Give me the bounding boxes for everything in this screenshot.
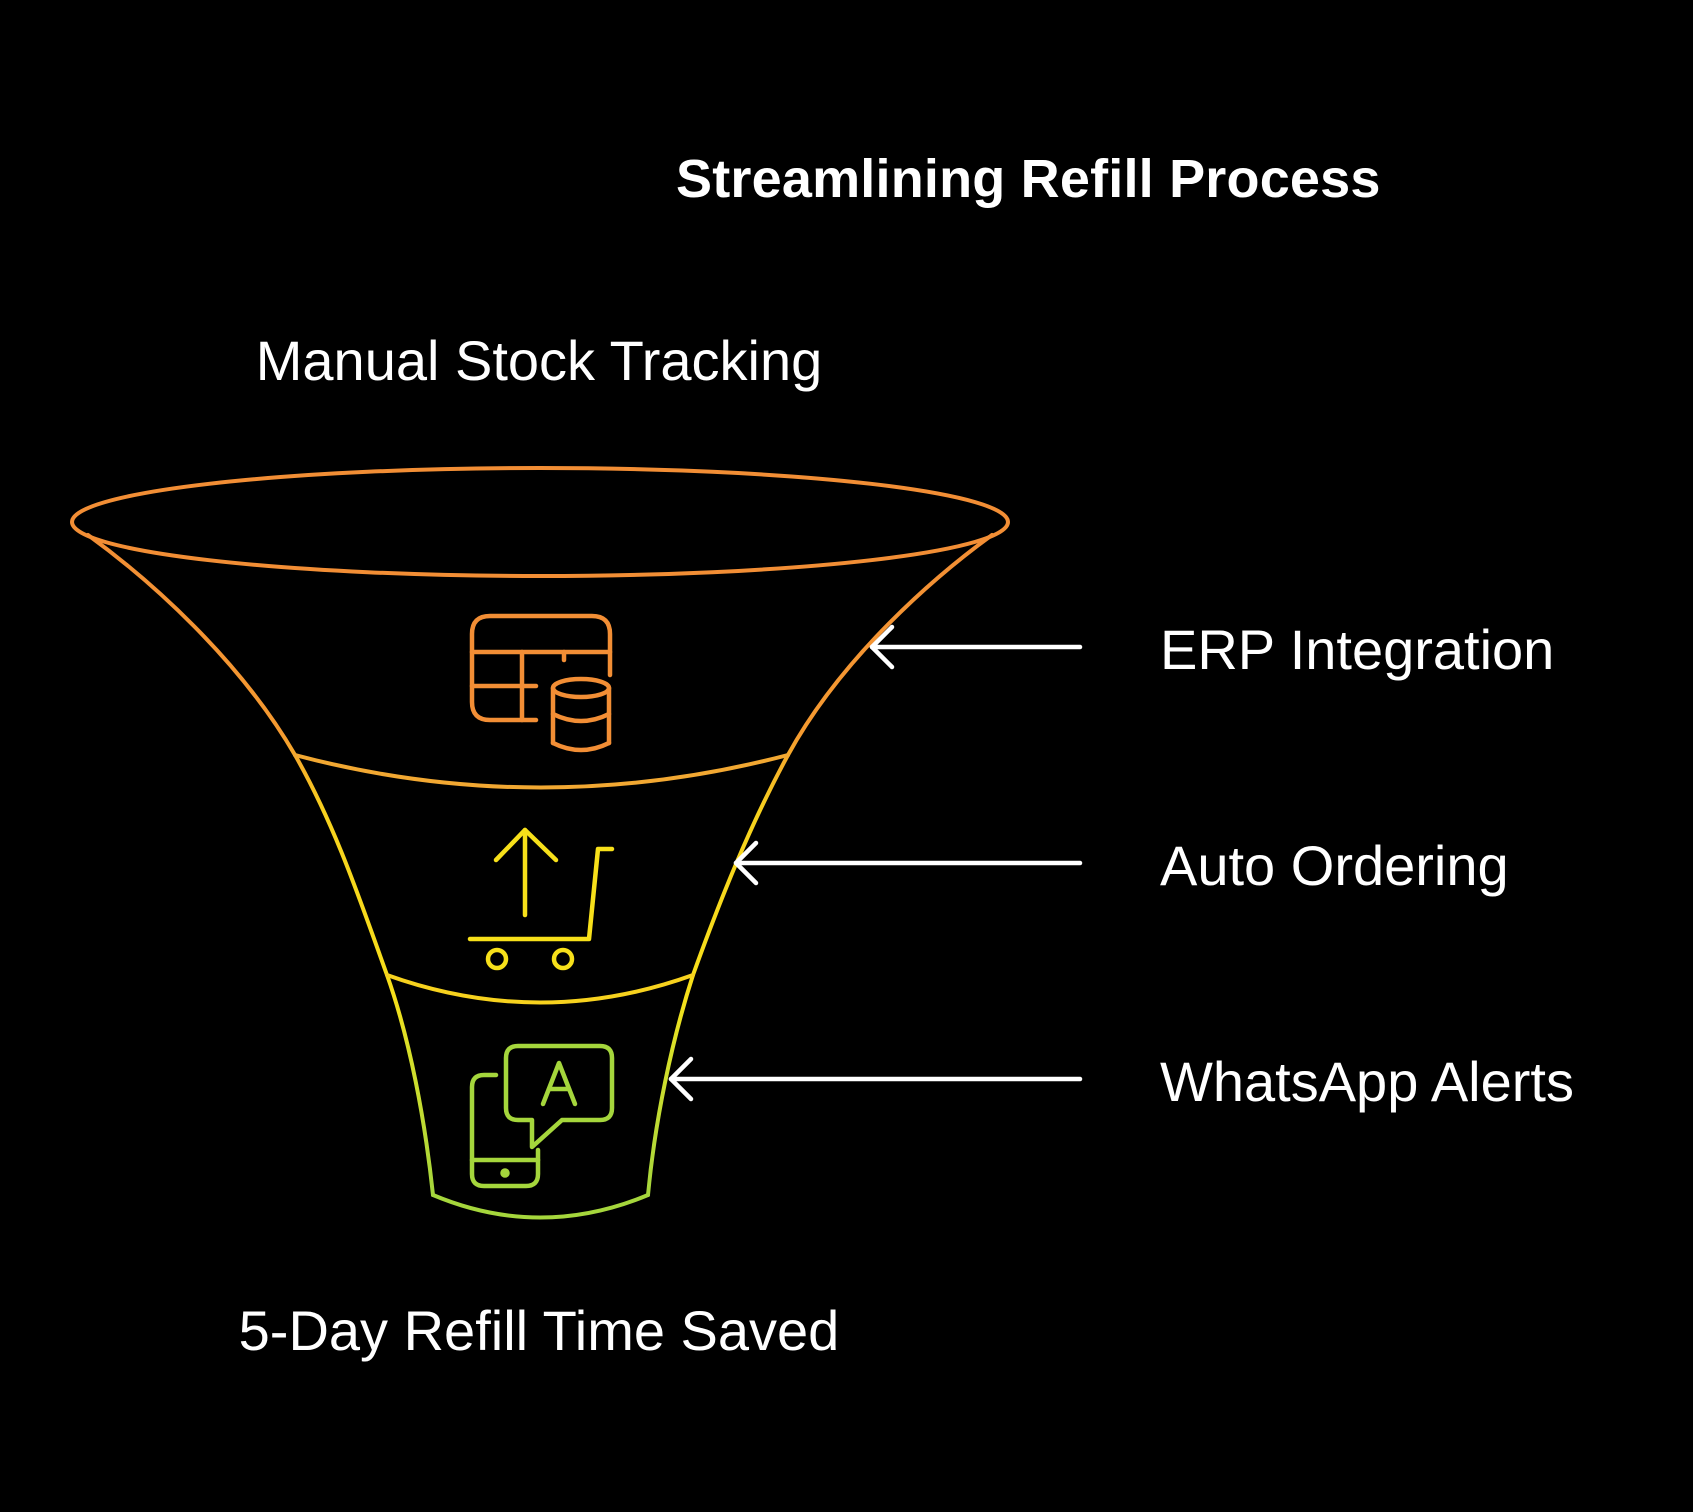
spreadsheet-database-icon <box>469 613 613 753</box>
funnel-separator-2 <box>385 973 695 1005</box>
arrow-whatsapp-alerts <box>668 1056 1083 1102</box>
stage-label-whatsapp-alerts: WhatsApp Alerts <box>1160 1050 1574 1113</box>
stage-label-auto-ordering: Auto Ordering <box>1160 834 1509 897</box>
arrow-erp-integration <box>869 624 1083 670</box>
funnel-left-edge <box>86 533 435 1197</box>
funnel-bottom-label: 5-Day Refill Time Saved <box>238 1299 840 1362</box>
funnel-right-edge <box>646 533 994 1197</box>
funnel-bottom-edge <box>431 1193 650 1220</box>
funnel-separator-1 <box>293 753 790 790</box>
phone-chat-icon <box>469 1043 615 1189</box>
stage-label-erp-integration: ERP Integration <box>1160 618 1555 681</box>
cart-arrow-up-icon <box>467 827 615 971</box>
funnel-top-rim <box>70 466 1010 578</box>
arrow-auto-ordering <box>733 840 1083 886</box>
funnel-top-label: Manual Stock Tracking <box>255 329 823 392</box>
diagram-title: Streamlining Refill Process <box>676 149 1381 209</box>
